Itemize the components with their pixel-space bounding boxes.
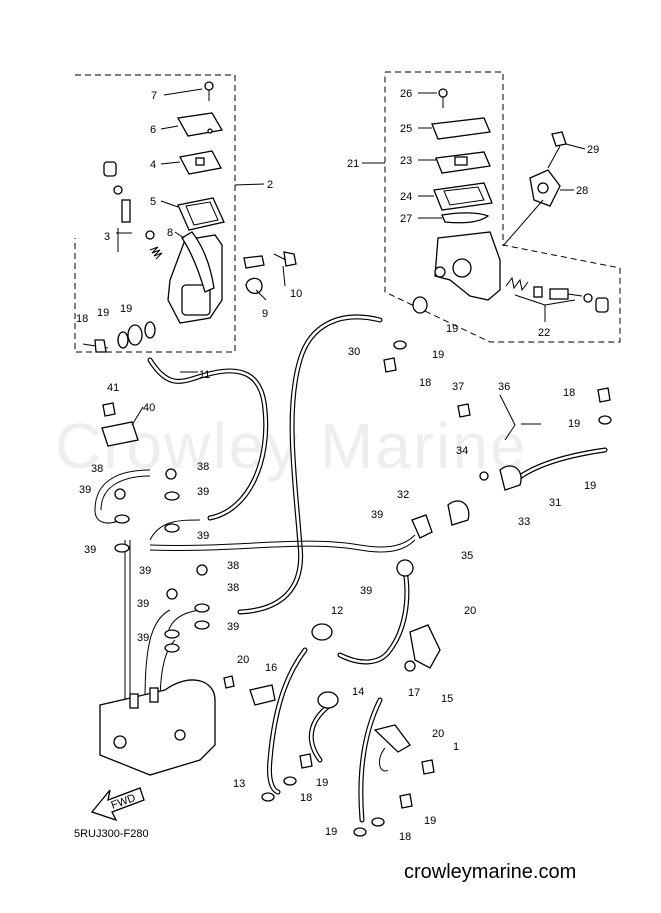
callout-39: 39 bbox=[84, 544, 96, 556]
callout-23: 23 bbox=[400, 155, 412, 167]
callout-9: 9 bbox=[262, 308, 268, 320]
right-master-cylinder bbox=[431, 88, 609, 313]
callout-2: 2 bbox=[267, 179, 273, 191]
callout-17: 16 bbox=[265, 662, 277, 674]
callout-4: 4 bbox=[150, 159, 156, 171]
callout-19: 19 bbox=[432, 349, 444, 361]
callout-19: 18 bbox=[300, 792, 312, 804]
callout-30: 30 bbox=[348, 346, 360, 358]
callout-39: 39 bbox=[137, 598, 149, 610]
callout-38: 39 bbox=[139, 565, 151, 577]
callout-5: 5 bbox=[150, 196, 156, 208]
callout-39: 39 bbox=[137, 632, 149, 644]
callout-34: 34 bbox=[456, 445, 468, 457]
callout-12: 20 bbox=[464, 605, 476, 617]
callout-15: 17 bbox=[408, 687, 420, 699]
callout-21: 21 bbox=[347, 158, 359, 170]
callout-19: 19 bbox=[584, 480, 596, 492]
fwd-label: FWD bbox=[110, 792, 138, 812]
callout-32: 32 bbox=[397, 489, 409, 501]
callout-1: 20 bbox=[432, 728, 444, 740]
left-banjo-bolt bbox=[82, 321, 156, 353]
callout-33: 33 bbox=[518, 516, 530, 528]
callout-20: 39 bbox=[371, 509, 383, 521]
callout-39: 39 bbox=[79, 484, 91, 496]
callout-14: 15 bbox=[441, 693, 453, 705]
callout-39: 39 bbox=[197, 530, 209, 542]
callout-38: 38 bbox=[227, 560, 239, 572]
callout-8: 8 bbox=[167, 227, 173, 239]
callout-labels: 7 6 4 2 5 3 8 10 9 18 19 19 11 26 25 21 … bbox=[76, 88, 599, 843]
callout-19: 18 bbox=[399, 831, 411, 843]
callout-26: 26 bbox=[400, 88, 412, 100]
callout-18: 19 bbox=[424, 815, 436, 827]
callout-41: 41 bbox=[107, 382, 119, 394]
callout-7: 7 bbox=[151, 90, 157, 102]
left-master-cylinder bbox=[103, 81, 297, 324]
callout-39: 38 bbox=[227, 582, 239, 594]
callout-19: 19 bbox=[568, 418, 580, 430]
callout-31: 31 bbox=[549, 497, 561, 509]
callout-22: 22 bbox=[538, 327, 550, 339]
callout-18: 18 bbox=[419, 377, 431, 389]
brake-hoses bbox=[94, 314, 608, 823]
callout-19: 19 bbox=[325, 826, 337, 838]
website-url: crowleymarine.com bbox=[404, 861, 576, 883]
callout-19: 19 bbox=[120, 303, 132, 315]
callout-19: 19 bbox=[446, 323, 458, 335]
callout-39: 39 bbox=[227, 621, 239, 633]
callout-38: 38 bbox=[91, 463, 103, 475]
callout-10: 10 bbox=[290, 288, 302, 300]
callout-18: 19 bbox=[316, 777, 328, 789]
callout-27: 27 bbox=[400, 213, 412, 225]
callout-40: 40 bbox=[143, 402, 155, 414]
callout-20: 39 bbox=[360, 585, 372, 597]
leader-lines bbox=[116, 88, 586, 426]
diagram-code: 5RUJ300-F280 bbox=[74, 828, 149, 840]
callout-37: 37 bbox=[452, 381, 464, 393]
callout-13: 1 bbox=[453, 741, 459, 753]
callout-24: 24 bbox=[400, 191, 412, 203]
small-parts bbox=[101, 296, 612, 837]
callout-29: 29 bbox=[587, 144, 599, 156]
callout-19: 19 bbox=[97, 307, 109, 319]
callout-35: 35 bbox=[461, 550, 473, 562]
callout-39: 39 bbox=[197, 486, 209, 498]
abs-hydraulic-unit bbox=[99, 679, 216, 776]
fwd-arrow: FWD bbox=[90, 787, 145, 822]
callout-20: 12 bbox=[331, 605, 343, 617]
callout-20: 14 bbox=[352, 686, 364, 698]
callout-11: 11 bbox=[199, 369, 210, 381]
callout-19: 13 bbox=[233, 778, 245, 790]
callout-3: 3 bbox=[104, 231, 110, 243]
callout-36: 36 bbox=[498, 381, 510, 393]
left-master-cylinder-box bbox=[74, 74, 236, 353]
callout-18: 18 bbox=[76, 313, 88, 325]
callout-6: 6 bbox=[150, 124, 156, 136]
callout-16: 20 bbox=[237, 654, 249, 666]
callout-38: 38 bbox=[197, 461, 209, 473]
callout-28: 28 bbox=[576, 185, 588, 197]
callout-25: 25 bbox=[400, 123, 412, 135]
right-master-cylinder-box bbox=[384, 71, 621, 343]
callout-18: 18 bbox=[563, 387, 575, 399]
